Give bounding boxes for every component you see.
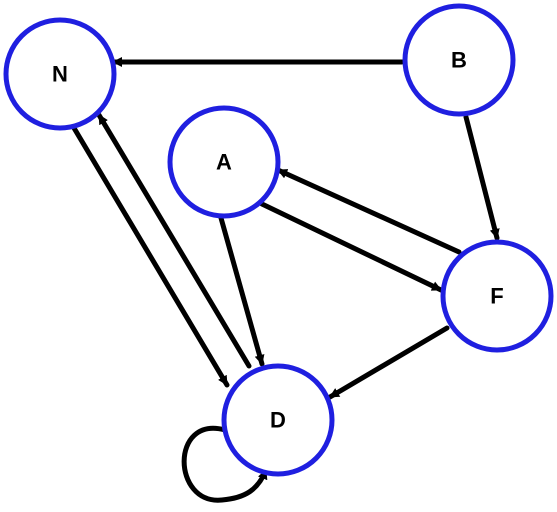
edge-d-to-d <box>181 425 269 503</box>
node-circle-a <box>167 105 281 219</box>
node-label-n: N <box>52 62 68 87</box>
node-label-f: F <box>490 284 503 309</box>
node-b: B <box>402 3 516 117</box>
edge-d-to-n <box>96 112 252 369</box>
edges <box>71 57 500 503</box>
node-d: D <box>221 363 335 477</box>
node-circle-n <box>3 17 117 131</box>
node-a: A <box>167 105 281 219</box>
node-circle-d <box>221 363 335 477</box>
node-n: N <box>3 17 117 131</box>
node-label-b: B <box>451 48 467 73</box>
node-f: F <box>440 239 554 353</box>
edge-a-to-f <box>259 201 444 293</box>
edge-a-to-d <box>218 215 265 367</box>
edge-b-to-f <box>463 114 500 241</box>
edge-f-to-a <box>275 167 462 255</box>
edge-f-to-d <box>327 325 450 400</box>
edge-n-to-d <box>71 125 230 388</box>
node-label-a: A <box>216 150 232 175</box>
node-circle-f <box>440 239 554 353</box>
node-circle-b <box>402 3 516 117</box>
node-label-d: D <box>270 408 286 433</box>
nodes: N B A F D <box>3 3 554 477</box>
